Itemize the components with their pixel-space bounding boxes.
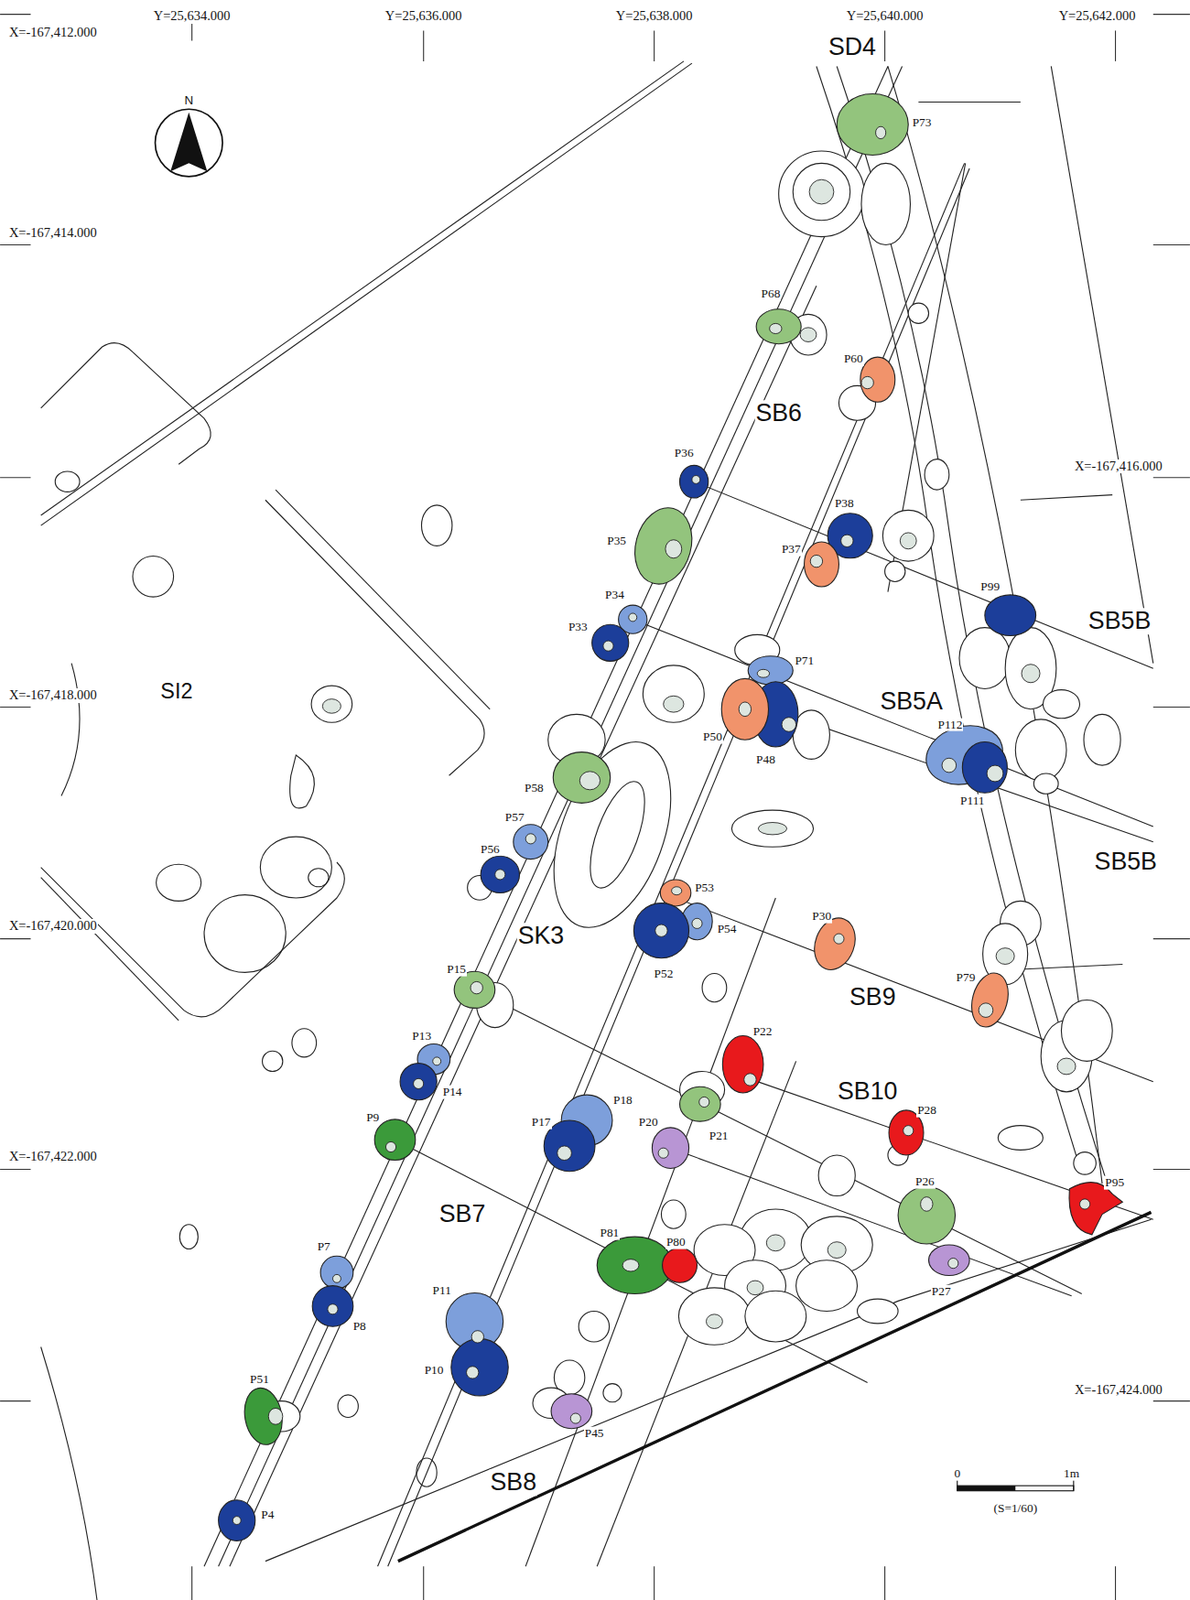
feature-label: SB6 [754,400,803,427]
pit-number: P95 [1103,1176,1126,1190]
grid-ticks [0,14,1190,1600]
pit-number: P68 [760,287,782,302]
pit-number: P20 [638,1115,660,1130]
pit-number: N [183,94,195,109]
post-pits [218,94,1124,1542]
grid-coordinate: X=-167,416.000 [1073,459,1164,475]
pit-number: P17 [530,1115,552,1130]
feature-label: SB8 [489,1469,539,1496]
scale-bar [957,1479,1074,1491]
pit-number: P58 [523,780,545,795]
grid-coordinate: Y=25,636.000 [384,9,464,24]
pit-number: P33 [567,619,589,634]
pit-number: P13 [411,1028,433,1043]
unassigned-pits [263,151,1121,1432]
pit-number: P53 [693,881,715,896]
pit-number: P99 [979,580,1001,595]
pit-number: P48 [755,752,777,767]
pit-number: (S=1/60) [993,1501,1039,1515]
pit-number: P18 [612,1093,634,1108]
pit-number: 1m [1062,1467,1081,1482]
pit-number: P14 [442,1085,464,1100]
pit-number: P56 [479,842,501,856]
pit-number: P73 [911,115,933,130]
pit-number: P10 [423,1363,445,1378]
pit-number: P79 [955,971,977,985]
grid-coordinate: X=-167,414.000 [8,226,98,241]
pit-number: P45 [584,1427,606,1441]
pit-number: P27 [930,1285,952,1299]
pit-number: P38 [833,496,855,510]
grid-coordinate: X=-167,418.000 [8,688,98,704]
pit-number: P9 [365,1110,380,1125]
pit-number: P81 [598,1225,620,1240]
pit-number: P4 [259,1507,275,1522]
grid-coordinate: Y=25,634.000 [152,9,232,24]
pit-number: P11 [432,1284,453,1299]
feature-label: SB7 [438,1200,487,1228]
pit-number: P36 [673,446,695,461]
grid-coordinate: X=-167,412.000 [8,25,98,41]
pit-number: P54 [716,921,738,936]
pit-number: P8 [352,1319,368,1334]
site-lines [41,61,1154,1600]
feature-label: SB5A [878,688,943,715]
pit-number: P80 [665,1235,687,1250]
pit-number: P28 [916,1103,938,1118]
pit-number: P34 [604,588,626,603]
pit-number: P112 [936,717,963,732]
pit-number: P7 [316,1240,332,1255]
feature-label: SK3 [517,923,566,951]
pit-number: P26 [914,1175,936,1190]
pit-number: P51 [248,1373,271,1387]
pit-number: P60 [843,352,865,367]
feature-label: SB10 [836,1078,898,1105]
pit-number: P52 [653,966,675,981]
pit-number: P15 [445,962,467,977]
pit-number: P111 [959,794,985,809]
grid-coordinate: Y=25,640.000 [845,9,925,24]
pit-number: P22 [752,1025,774,1039]
pit-number: P37 [780,541,802,556]
feature-label: SB9 [848,984,898,1012]
pit-number: 0 [952,1467,962,1482]
feature-label: SB5B [1093,848,1158,876]
feature-label: SB5B [1087,607,1152,635]
pit-number: P21 [708,1129,730,1144]
pit-number: P71 [793,654,815,669]
grid-coordinate: X=-167,424.000 [1073,1383,1164,1398]
post-holes [232,126,1090,1525]
feature-label: SD4 [827,34,877,62]
pit-number: P57 [504,811,526,825]
pit-number: P35 [605,534,628,549]
north-arrow [155,108,224,177]
grid-coordinate: Y=25,642.000 [1058,9,1137,24]
pit-number: P50 [702,730,724,745]
pit-number: P30 [811,909,833,924]
grid-coordinate: Y=25,638.000 [615,9,694,24]
feature-label: SI2 [159,680,194,704]
grid-coordinate: X=-167,422.000 [8,1149,98,1165]
grid-coordinate: X=-167,420.000 [8,919,98,934]
